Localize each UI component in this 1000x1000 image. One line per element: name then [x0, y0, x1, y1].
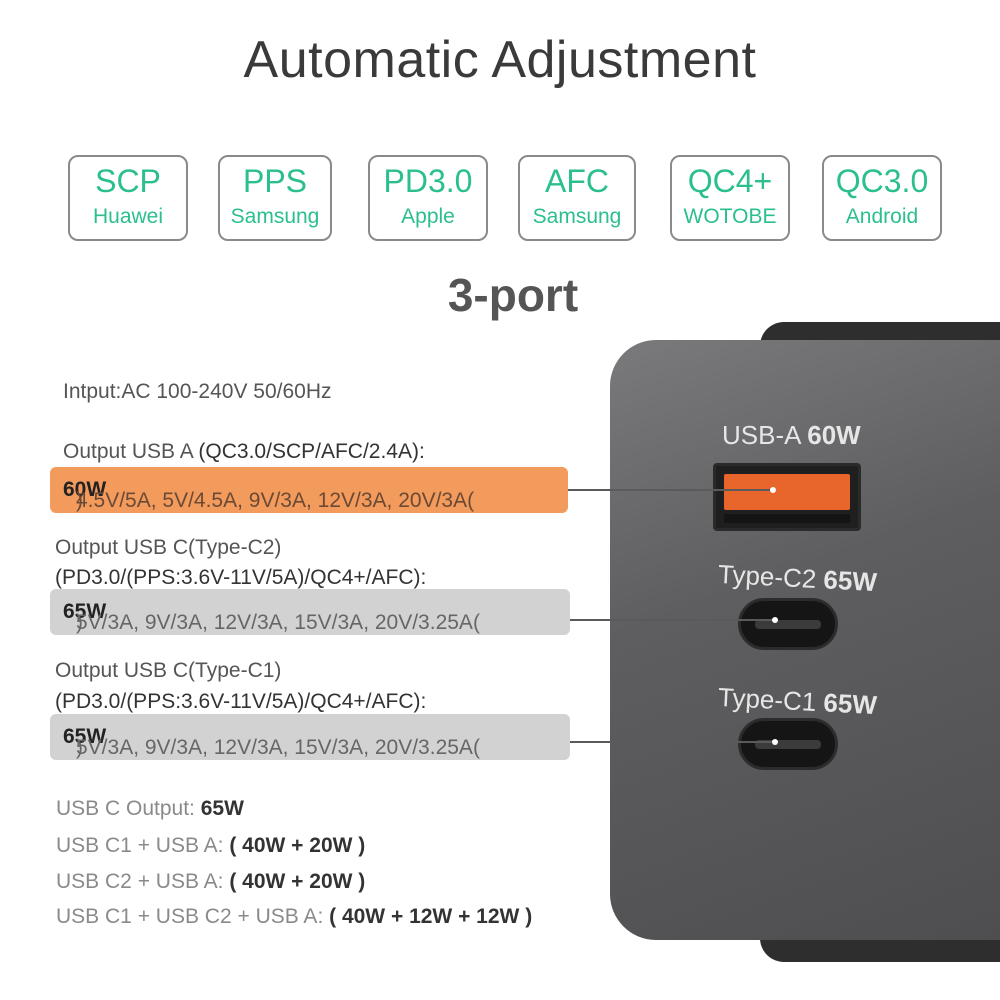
- max-watt: 65W: [63, 725, 107, 748]
- paren: ): [76, 611, 83, 634]
- combo-line: USB C2 + USB A: ( 40W + 20W ): [56, 870, 365, 894]
- usb-a-tongue: [724, 474, 850, 510]
- output-c1-protocols: (PD3.0/(PPS:3.6V-11V/5A)/QC4+/AFC):: [55, 690, 427, 713]
- output-c2-protocols: (PD3.0/(PPS:3.6V-11V/5A)/QC4+/AFC):: [55, 566, 427, 589]
- usb-c2-port: [738, 598, 838, 650]
- port-watt: 60W: [807, 420, 861, 450]
- output-label: Output USB A: [63, 440, 199, 463]
- port-watt: 65W: [822, 687, 878, 721]
- output-protocols: (QC3.0/SCP/AFC/2.4A):: [198, 440, 425, 463]
- port-name: USB-A: [722, 420, 808, 450]
- combo-value: ( 40W + 20W ): [229, 834, 366, 857]
- max-watt: 60W: [63, 478, 107, 501]
- protocol-badge-scp: SCP Huawei: [68, 155, 188, 241]
- output-c1-values-bar: 5V/3A, 9V/3A, 12V/3A, 15V/3A, 20V/3.25A(…: [50, 714, 570, 760]
- combo-label: USB C1 + USB A:: [56, 834, 230, 857]
- protocol-name: QC4+: [687, 163, 773, 199]
- port-name: Type-C1: [717, 681, 825, 718]
- protocol-name: PPS: [242, 163, 308, 199]
- input-spec: Intput:AC 100-240V 50/60Hz: [63, 380, 332, 403]
- protocol-name: PD3.0: [383, 163, 473, 199]
- protocol-name: SCP: [95, 163, 161, 199]
- connector-line-usba: [568, 489, 773, 491]
- protocol-brand: Huawei: [92, 205, 164, 228]
- protocol-brand: Apple: [401, 205, 455, 228]
- usb-c-tongue: [755, 740, 821, 749]
- connector-dot: [770, 487, 776, 493]
- output-c2-values: 5V/3A, 9V/3A, 12V/3A, 15V/3A, 20V/3.25A(…: [63, 600, 480, 634]
- protocol-list: SCP Huawei PPS Samsung PD3.0 Apple AFC S…: [68, 155, 943, 241]
- output-c2-heading: Output USB C(Type-C2): [55, 536, 282, 559]
- protocol-badge-afc: AFC Samsung: [518, 155, 636, 241]
- connector-line-c2: [570, 619, 775, 621]
- protocol-name: AFC: [545, 163, 609, 199]
- paren: ): [76, 736, 83, 759]
- usb-a-port: [713, 463, 861, 531]
- combo-line: USB C Output: 65W: [56, 797, 244, 821]
- combo-value: 65W: [200, 797, 244, 820]
- combo-line: USB C1 + USB A: ( 40W + 20W ): [56, 834, 365, 858]
- protocol-brand: WOTOBE: [683, 205, 777, 228]
- max-watt: 65W: [63, 600, 107, 623]
- usba-port-label: USB-A 60W: [722, 420, 861, 451]
- paren: ): [76, 489, 83, 512]
- protocol-brand: Samsung: [532, 205, 622, 228]
- output-c1-values: 5V/3A, 9V/3A, 12V/3A, 15V/3A, 20V/3.25A(…: [63, 725, 480, 759]
- protocol-name: QC3.0: [835, 163, 929, 199]
- usb-c-tongue: [755, 620, 821, 629]
- port-watt: 65W: [822, 564, 878, 598]
- port-name: Type-C2: [717, 558, 825, 595]
- combo-value: ( 40W + 12W + 12W ): [329, 905, 533, 928]
- value-list: 4.5V/5A, 5V/4.5A, 9V/3A, 12V/3A, 20V/3A(: [76, 489, 475, 512]
- connector-dot: [772, 617, 778, 623]
- output-c1-heading: Output USB C(Type-C1): [55, 659, 282, 682]
- connector-line-c1: [570, 741, 775, 743]
- combo-value: ( 40W + 20W ): [229, 870, 366, 893]
- protocol-brand: Samsung: [230, 205, 320, 228]
- protocol-brand: Android: [845, 205, 919, 228]
- page-title: Automatic Adjustment: [243, 31, 757, 89]
- value-list: 5V/3A, 9V/3A, 12V/3A, 15V/3A, 20V/3.25A(: [76, 736, 480, 759]
- value-list: 5V/3A, 9V/3A, 12V/3A, 15V/3A, 20V/3.25A(: [76, 611, 480, 634]
- protocol-badge-pd: PD3.0 Apple: [368, 155, 488, 241]
- port-count-heading: 3-port: [447, 269, 579, 321]
- protocol-badge-pps: PPS Samsung: [218, 155, 332, 241]
- output-c2-values-bar: 5V/3A, 9V/3A, 12V/3A, 15V/3A, 20V/3.25A(…: [50, 589, 570, 635]
- output-a-values-bar: 4.5V/5A, 5V/4.5A, 9V/3A, 12V/3A, 20V/3A(…: [50, 467, 568, 513]
- usb-a-slot: [724, 514, 850, 523]
- output-a-heading: Output USB A (QC3.0/SCP/AFC/2.4A):: [63, 440, 425, 464]
- output-a-values: 4.5V/5A, 5V/4.5A, 9V/3A, 12V/3A, 20V/3A(…: [63, 478, 474, 512]
- usb-c1-port: [738, 718, 838, 770]
- combo-label: USB C2 + USB A:: [56, 870, 230, 893]
- connector-dot: [772, 739, 778, 745]
- combo-label: USB C1 + USB C2 + USB A:: [56, 905, 330, 928]
- combo-line: USB C1 + USB C2 + USB A: ( 40W + 12W + 1…: [56, 905, 532, 929]
- protocol-badge-qc4: QC4+ WOTOBE: [670, 155, 790, 241]
- combo-label: USB C Output:: [56, 797, 201, 820]
- protocol-badge-qc3: QC3.0 Android: [822, 155, 942, 241]
